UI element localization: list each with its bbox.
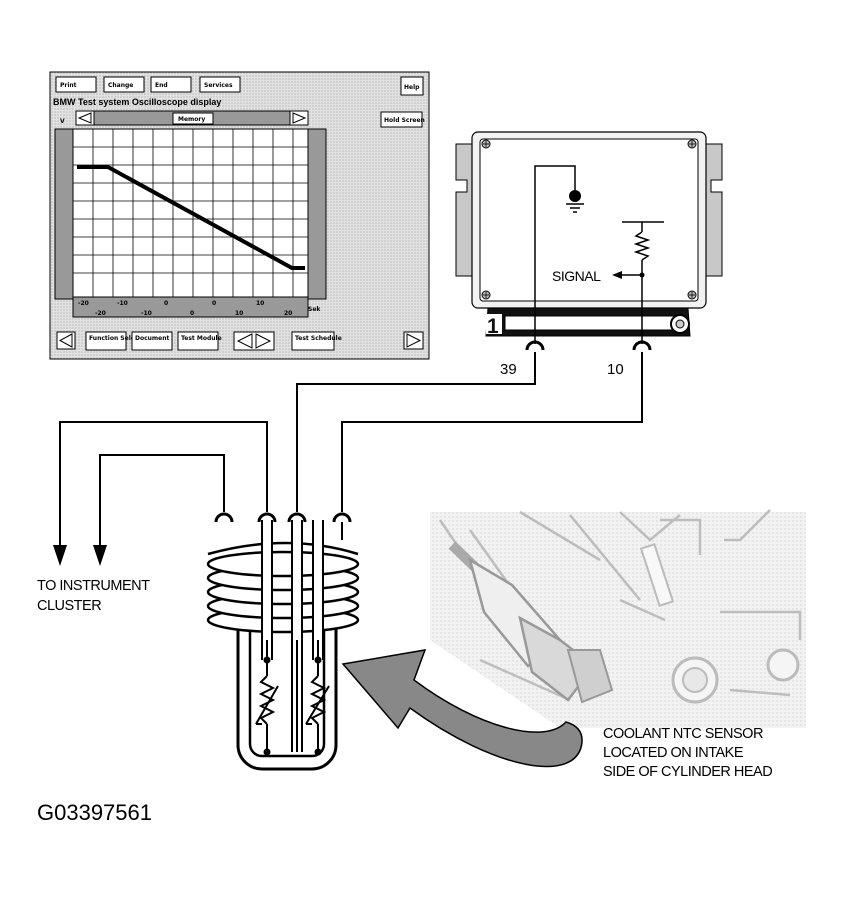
arrow-left-icon: [58, 333, 73, 348]
arrow-right-icon: [292, 112, 307, 124]
sensor-connector: [448, 541, 614, 704]
tester-top-buttons: Print Change End Services Help: [55, 76, 424, 96]
tick-label: 0: [190, 310, 194, 317]
change-button[interactable]: [103, 76, 145, 93]
ground-symbol-icon: [566, 190, 584, 213]
hold-screen-button[interactable]: [380, 111, 423, 128]
tick-label: -20: [95, 310, 106, 317]
page-arrows-button[interactable]: [233, 331, 275, 351]
arrow-left-icon: [236, 333, 253, 349]
end-button-label: End: [155, 82, 168, 89]
signal-label: SIGNAL: [552, 268, 601, 284]
ecu-module: 1 SIGNAL: [455, 131, 723, 344]
memory-button[interactable]: [172, 112, 214, 125]
cylinder-head-photo: [430, 509, 806, 728]
function-selection-label: Function Selection: [89, 335, 152, 342]
help-button-label: Help: [404, 84, 420, 91]
services-button[interactable]: [199, 76, 241, 93]
sensor-thread: [206, 541, 360, 634]
tick-label: 0: [212, 300, 216, 307]
arrow-left-icon: [77, 112, 92, 124]
tick-label: 0: [164, 300, 168, 307]
change-button-label: Change: [108, 82, 133, 89]
oscilloscope-grid: [72, 128, 309, 298]
connector-badge: 1: [487, 315, 499, 338]
document-button[interactable]: [131, 331, 173, 351]
end-button[interactable]: [150, 76, 192, 93]
axis-ticks-lower: -20 -10 0 10 20: [95, 310, 292, 317]
unit-label: V: [60, 118, 65, 125]
tester-bottom-buttons: Function Selection Document Test Module …: [56, 331, 424, 351]
test-module-button[interactable]: [177, 331, 219, 351]
function-selection-button[interactable]: [85, 331, 127, 351]
instrument-cluster-label: TO INSTRUMENT CLUSTER: [37, 578, 153, 614]
test-module-label: Test Module: [181, 335, 222, 342]
pin-39-terminal: [525, 340, 545, 351]
tick-label: -20: [78, 300, 89, 307]
oscilloscope-screen: Print Change End Services Help BMW Test …: [49, 71, 430, 360]
tick-label: 10: [256, 300, 264, 307]
print-button[interactable]: [55, 76, 97, 93]
document-label: Document: [135, 335, 170, 342]
test-schedule-button[interactable]: [291, 331, 335, 351]
pin-10-terminal: [632, 340, 652, 351]
wiring-harness: [59, 352, 643, 548]
axis-ticks-upper: -20 -10 0 0 10 Sek: [78, 300, 321, 313]
figure-id: G03397561: [37, 800, 152, 825]
ntc-sensor: [206, 520, 360, 771]
arrow-right-icon: [255, 333, 272, 349]
print-button-label: Print: [60, 82, 77, 89]
tick-label: -10: [141, 310, 152, 317]
pin-39-label: 39: [500, 361, 517, 378]
axis-unit: Sek: [308, 306, 321, 313]
sensor-caption: COOLANT NTC SENSOR LOCATED ON INTAKE SID…: [603, 726, 772, 780]
pullup-resistor-icon: [633, 231, 651, 261]
tick-label: -10: [117, 300, 128, 307]
memory-label: Memory: [178, 116, 205, 123]
pointer-arrow-icon: [341, 649, 583, 768]
tester-title: BMW Test system Oscilloscope display: [53, 97, 221, 107]
arrow-right-icon: [406, 333, 422, 348]
services-button-label: Services: [204, 82, 233, 89]
sensor-terminals: [214, 512, 352, 523]
signal-arrow-icon: [612, 271, 622, 279]
tick-label: 10: [235, 310, 243, 317]
test-schedule-label: Test Schedule: [295, 335, 342, 342]
hold-screen-label: Hold Screen: [384, 117, 425, 124]
arrow-down-icon: [53, 545, 107, 566]
waveform-trace: [77, 165, 305, 270]
help-button[interactable]: [400, 76, 424, 96]
pin-10-label: 10: [607, 361, 624, 378]
tick-label: 20: [284, 310, 292, 317]
